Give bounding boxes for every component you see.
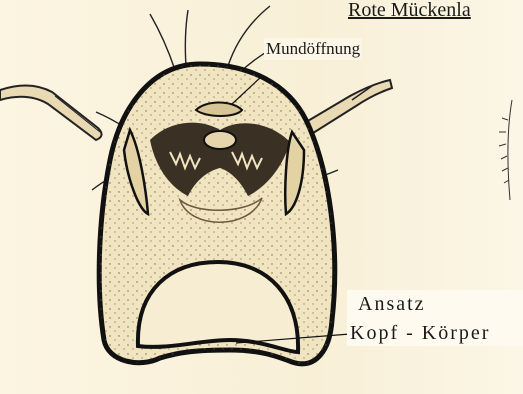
- attachment-label-line1: Ansatz: [358, 293, 426, 315]
- adjacent-specimen-edge: [499, 100, 512, 200]
- figure-title: Rote Mückenla: [348, 0, 471, 20]
- left-antenna: [0, 85, 102, 140]
- mouth-opening-label: Mundöffnung: [264, 38, 362, 60]
- attachment-label-line2: Kopf - Körper: [350, 322, 490, 344]
